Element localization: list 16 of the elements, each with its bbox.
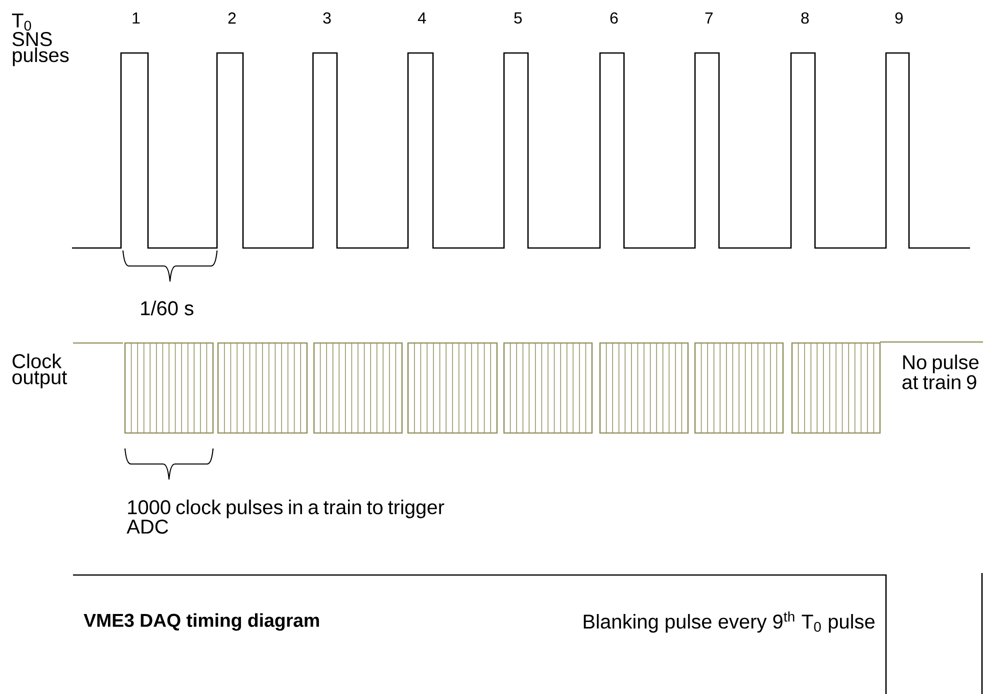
pulse-number: 2 (228, 12, 236, 24)
signal-label: T$_{0}$ SNS pulses (12, 14, 69, 66)
time-label: 1/60 s (141, 300, 194, 316)
pulse-number: 3 (323, 12, 331, 24)
pulse-number: 9 (895, 12, 903, 24)
pulse-number: 8 (801, 12, 809, 24)
note: 1000 clock pulses in a train to trigger ADC (126, 500, 444, 534)
pulse-number: 5 (514, 12, 522, 24)
pulse-number: 7 (705, 12, 713, 24)
pulse-number: 6 (610, 12, 618, 24)
note: Blanking pulse every 9$^{th}$ T$_{0}$ pulse (584, 611, 874, 633)
pulse-number: 4 (418, 12, 426, 24)
pulse-number: 1 (132, 12, 140, 24)
signal-label: Clock output (12, 354, 68, 388)
note: No pulse at train 9 (902, 354, 978, 390)
title: VME3 DAQ timing diagram (84, 613, 319, 631)
